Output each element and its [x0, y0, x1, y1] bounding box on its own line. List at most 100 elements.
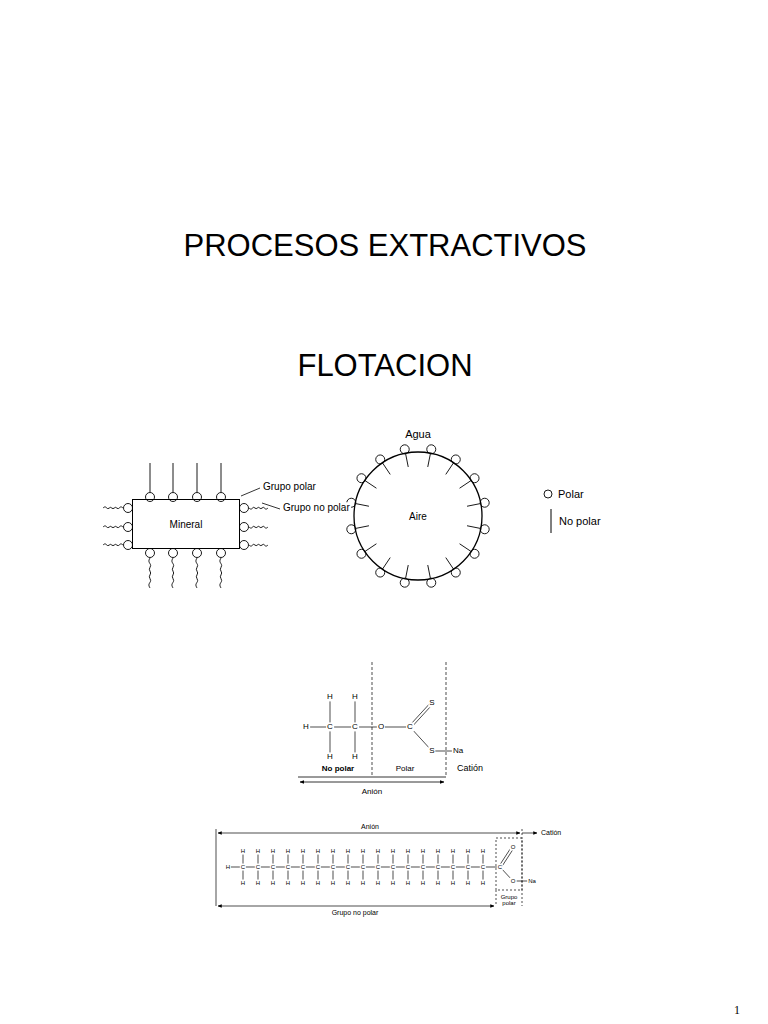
node-text: Aire [409, 511, 427, 522]
atom-symbol: C [390, 864, 396, 871]
span-arrow [218, 833, 520, 834]
divider-line [446, 662, 447, 777]
atom-symbol: C [326, 722, 334, 731]
atom-symbol: H [345, 848, 351, 855]
atom-symbol: C [406, 722, 414, 731]
atom-symbol: H [315, 880, 321, 887]
atom-symbol: H [345, 880, 351, 887]
atom-symbol: C [435, 864, 441, 871]
atom-symbol: H [270, 880, 276, 887]
text-label: Anión [360, 823, 380, 831]
text-label: Polar [395, 764, 416, 773]
polar-head [240, 504, 249, 513]
atom-symbol: H [420, 880, 426, 887]
atom-symbol: H [435, 880, 441, 887]
nonpolar-tail [220, 558, 222, 588]
atom-symbol: H [360, 880, 366, 887]
atom-symbol: O [377, 722, 385, 731]
nonpolar-tail [103, 526, 123, 528]
nonpolar-tail [249, 544, 268, 546]
nonpolar-tail [467, 504, 481, 507]
polar-group-box [496, 838, 522, 890]
span-arrow [218, 906, 494, 907]
atom-symbol: H [465, 880, 471, 887]
text-label: Catión [540, 829, 562, 837]
atom-symbol: C [405, 864, 411, 871]
polar-head [146, 493, 155, 502]
nonpolar-tail [249, 526, 268, 528]
polar-head [217, 493, 226, 502]
atom-symbol: H [351, 752, 359, 761]
atom-symbol: H [326, 752, 334, 761]
nonpolar-tail [149, 558, 151, 588]
nonpolar-tail [428, 565, 431, 579]
atom-symbol: H [285, 880, 291, 887]
nonpolar-tail [382, 463, 390, 475]
polar-head [146, 549, 155, 558]
atom-symbol: C [420, 864, 426, 871]
atom-symbol: H [300, 880, 306, 887]
nonpolar-tail [365, 544, 377, 552]
atom-symbol: H [300, 848, 306, 855]
text-label: No polar [321, 764, 355, 773]
atom-symbol: S [428, 746, 435, 755]
atom-symbol: C [270, 864, 276, 871]
span-arrow [522, 833, 537, 834]
nonpolar-tail [365, 480, 377, 488]
underline [298, 777, 446, 778]
atom-symbol: C [255, 864, 261, 871]
atom-symbol: S [428, 698, 435, 707]
atom-symbol: H [435, 848, 441, 855]
nonpolar-tail [406, 565, 409, 579]
atom-symbol: H [450, 880, 456, 887]
atom-symbol: C [450, 864, 456, 871]
atom-symbol: H [240, 848, 246, 855]
atom-symbol: C [375, 864, 381, 871]
text-label: FLOTACION [296, 348, 473, 384]
atom-symbol: H [405, 880, 411, 887]
atom-symbol: H [480, 880, 486, 887]
nonpolar-tail [446, 463, 454, 475]
atom-symbol: C [480, 864, 486, 871]
text-label: Agua [404, 428, 432, 441]
atom-symbol: C [240, 864, 246, 871]
nonpolar-tail [355, 526, 369, 529]
atom-symbol: C [351, 722, 359, 731]
nonpolar-tail [382, 558, 390, 570]
text-label: Anión [361, 787, 383, 796]
polar-head [169, 493, 178, 502]
atom-symbol: H [405, 848, 411, 855]
atom-symbol: H [351, 692, 359, 701]
atom-symbol: Na [527, 878, 537, 885]
legend-text: Polar [558, 488, 584, 500]
text-label: Catión [456, 763, 484, 773]
atom-symbol: H [330, 848, 336, 855]
nonpolar-tail [172, 558, 174, 588]
atom-symbol: C [465, 864, 471, 871]
atom-symbol: C [330, 864, 336, 871]
atom-symbol: C [300, 864, 306, 871]
nonpolar-tail [355, 504, 369, 507]
mineral-box: Mineral [132, 499, 240, 549]
text-label: Grupo polar [262, 481, 317, 493]
nonpolar-symbol [551, 509, 552, 533]
nonpolar-tail [103, 507, 123, 509]
polar-symbol [544, 490, 552, 498]
polar-head [240, 523, 249, 532]
text-label: Grupo polar [497, 894, 521, 907]
atom-symbol: H [285, 848, 291, 855]
atom-symbol: O [510, 844, 517, 851]
atom-symbol: C [285, 864, 291, 871]
polar-head [217, 549, 226, 558]
divider-line [372, 662, 373, 777]
atom-symbol: H [465, 848, 471, 855]
atom-symbol: H [270, 848, 276, 855]
nonpolar-tail [249, 507, 268, 509]
air-bubble: Aire [354, 452, 482, 580]
atom-symbol: H [390, 848, 396, 855]
atom-symbol: H [420, 848, 426, 855]
page-title: PROCESOS EXTRACTIVOS [182, 228, 587, 264]
atom-symbol: C [315, 864, 321, 871]
